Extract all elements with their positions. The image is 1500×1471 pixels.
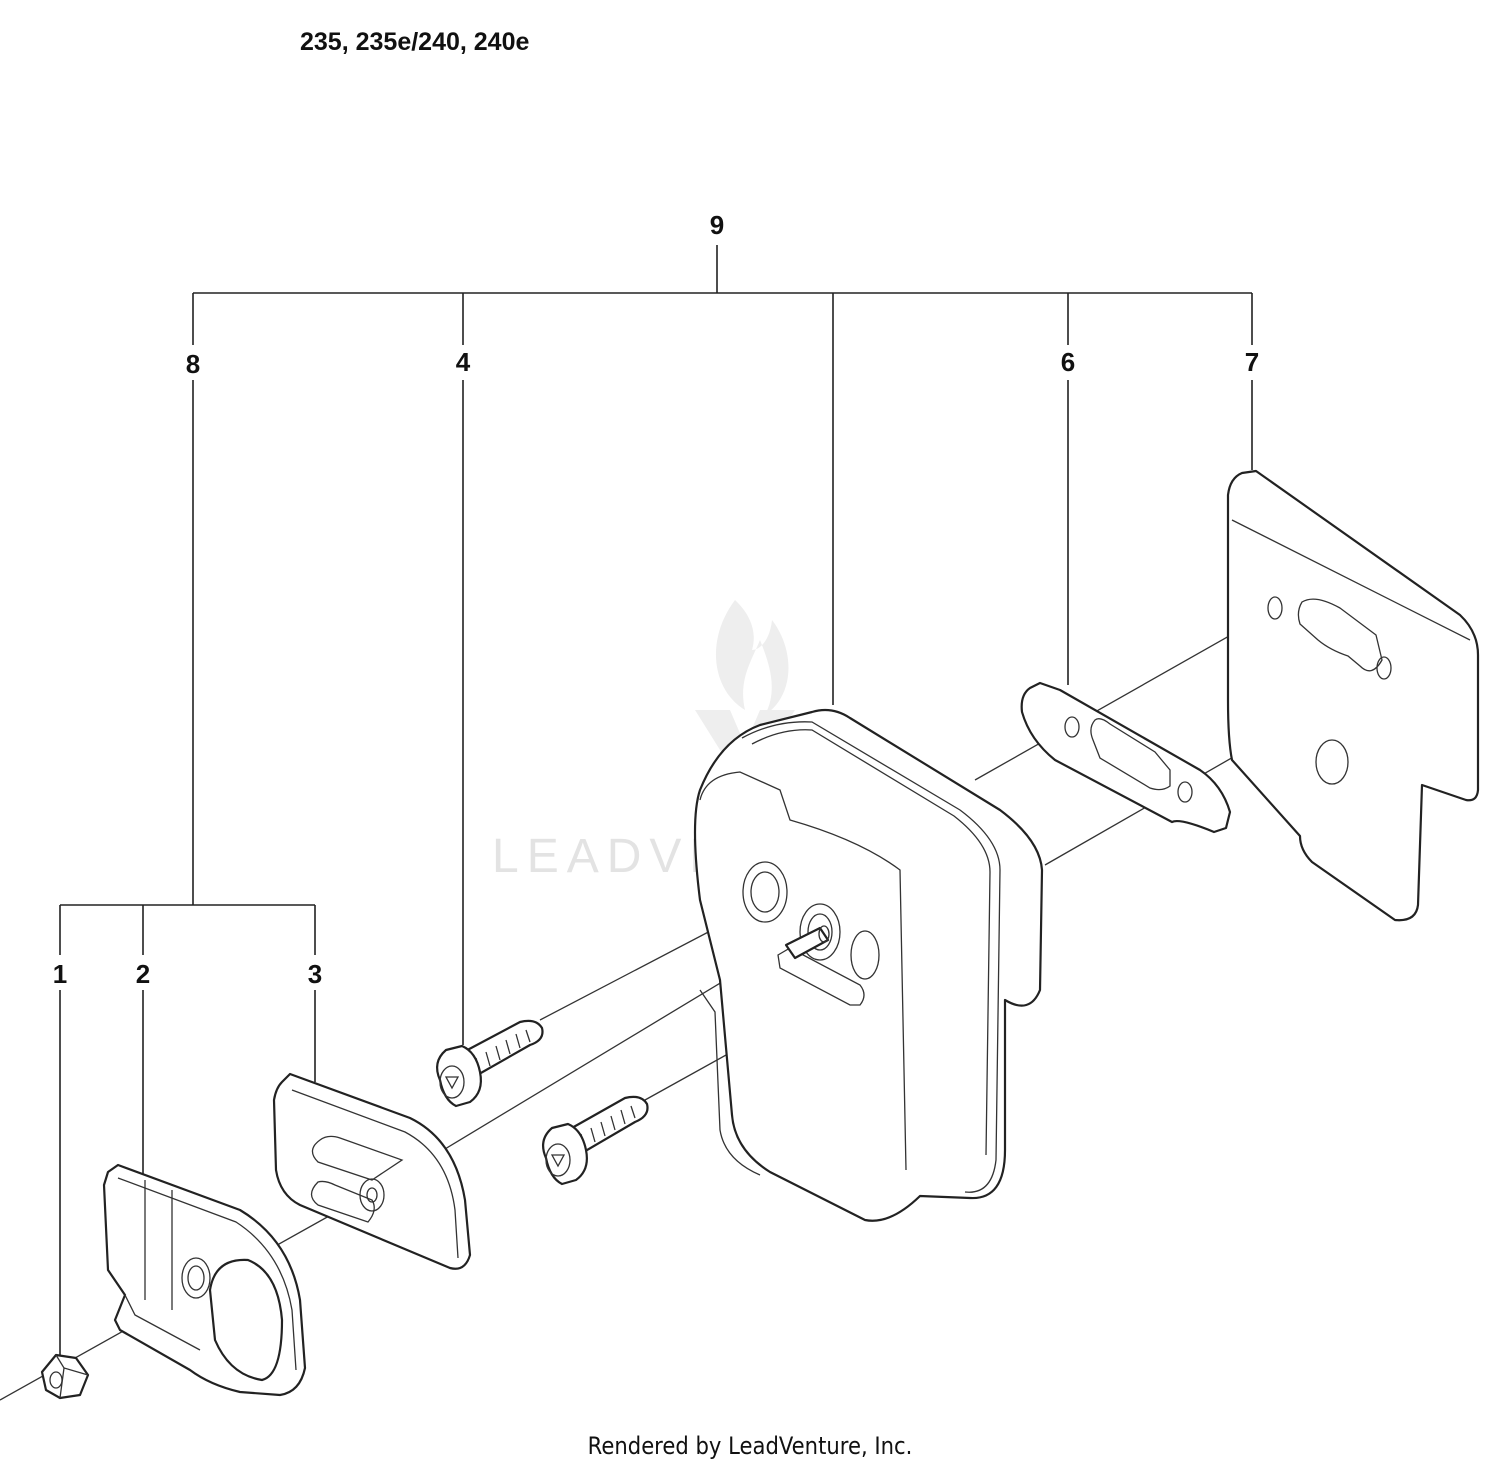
footer-credit: Rendered by LeadVenture, Inc.	[587, 1432, 913, 1460]
callout-4: 4	[456, 347, 471, 377]
spark-arrestor-plate	[272, 1072, 472, 1270]
screw-lower	[541, 1095, 649, 1186]
screw-upper	[435, 1019, 544, 1108]
callout-9: 9	[710, 210, 724, 240]
muffler-gasket	[1020, 681, 1232, 834]
callout-leaders	[59, 245, 1253, 1355]
muffler-cover	[102, 1163, 307, 1397]
callout-7: 7	[1245, 347, 1259, 377]
callout-3: 3	[308, 959, 322, 989]
callout-8: 8	[186, 349, 200, 379]
heat-shield-plate	[1226, 469, 1480, 922]
muffler-body	[693, 708, 1044, 1222]
callout-6: 6	[1061, 347, 1075, 377]
hex-nut	[40, 1353, 90, 1400]
callout-2: 2	[136, 959, 150, 989]
model-title: 235, 235e/240, 240e	[300, 28, 530, 56]
callout-1: 1	[53, 959, 67, 989]
